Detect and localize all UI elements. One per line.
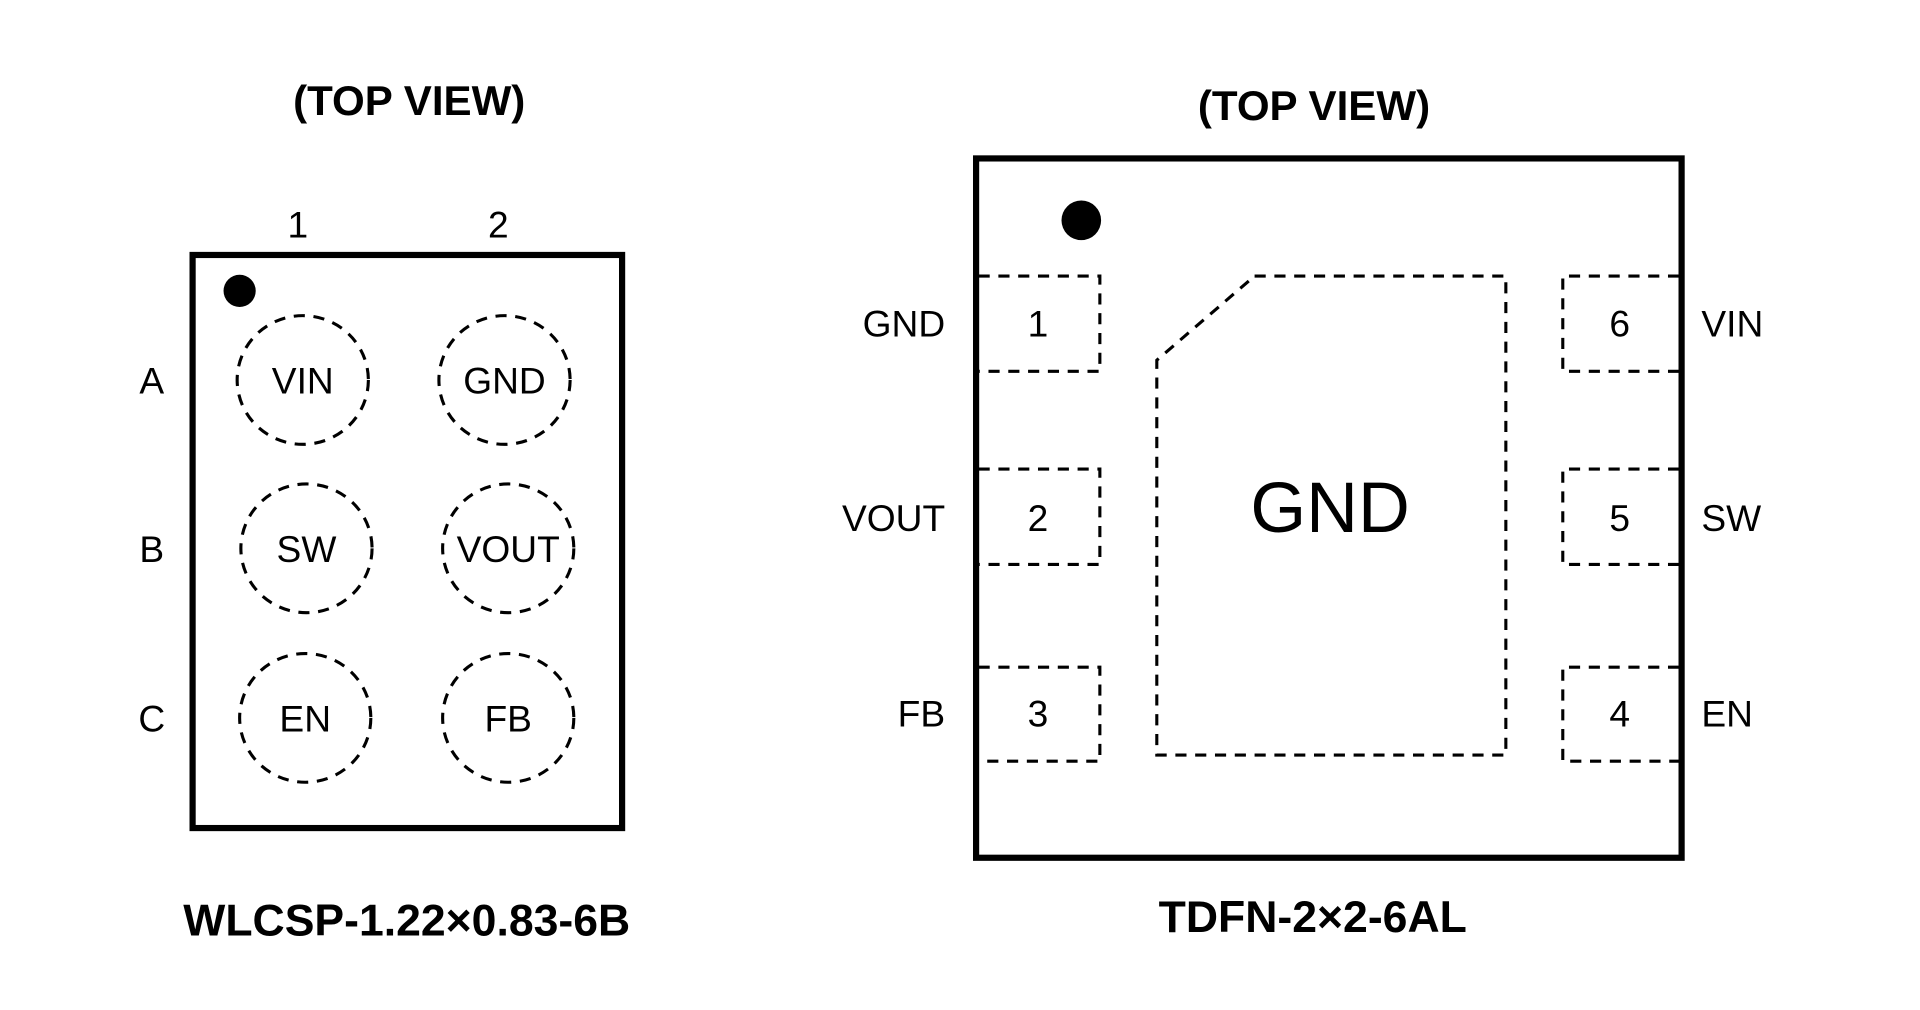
column-label-2: 2 [488,204,509,246]
ball-b2: VOUT [441,482,576,615]
pin-4: 4 EN [1561,665,1753,763]
wlcsp-view-label: (TOP VIEW) [293,77,525,124]
pin-name: GND [863,303,945,345]
wlcsp-package: (TOP VIEW) 1 2 A B C VIN GND SW VOUT EN [138,77,630,946]
tdfn-body-outline [972,155,1685,861]
column-label-1: 1 [287,204,308,246]
ball-label: SW [277,528,337,570]
pin-name: FB [898,693,945,735]
ball-label: FB [484,698,531,740]
row-label-b: B [139,528,164,570]
ball-a2: GND [437,314,572,446]
ball-label: VIN [272,360,334,402]
pin-3: 3 FB [898,665,1102,763]
pin-number: 3 [1028,693,1049,735]
ball-label: GND [463,360,546,402]
pin-number: 6 [1609,303,1630,345]
pin-1: 1 GND [863,274,1102,373]
ball-a1: VIN [235,314,370,446]
pin1-indicator-dot [1061,200,1102,241]
pin1-indicator-dot [223,274,256,307]
pin-5: 5 SW [1561,467,1761,566]
ball-b1: SW [239,482,374,615]
pin-name: SW [1701,497,1761,539]
tdfn-package: (TOP VIEW) GND 1 GND 2 VOUT 3 FB 6 VIN [842,82,1763,942]
pin-6: 6 VIN [1561,274,1763,373]
pin-name: EN [1701,693,1753,735]
ball-c1: EN [238,651,373,784]
tdfn-package-name: TDFN-2×2-6AL [1159,893,1467,942]
pin-number: 2 [1028,497,1049,539]
pin-name: VIN [1701,303,1763,345]
pin-number: 4 [1609,693,1630,735]
exposed-pad-outline [1155,274,1508,757]
tdfn-view-label: (TOP VIEW) [1198,82,1430,129]
row-label-c: C [138,698,165,740]
ball-label: EN [279,698,331,740]
row-label-a: A [139,360,164,402]
ball-label: VOUT [457,528,560,570]
wlcsp-package-name: WLCSP-1.22×0.83-6B [183,897,630,946]
pin-number: 5 [1609,497,1630,539]
pin-number: 1 [1028,303,1049,345]
pin-name: VOUT [842,497,945,539]
ball-c2: FB [441,651,576,784]
exposed-pad-label: GND [1250,468,1409,548]
wlcsp-body-outline [189,251,626,832]
pin-2: 2 VOUT [842,467,1102,566]
